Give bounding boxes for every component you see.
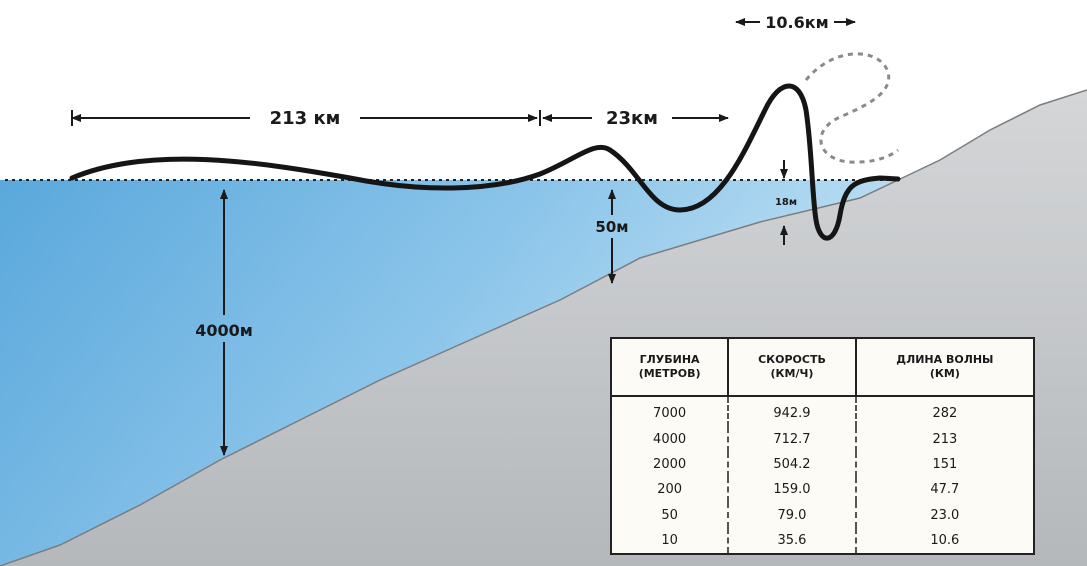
cell-depth: 50 <box>611 502 730 528</box>
header-depth: ГЛУБИНА (МЕТРОВ) <box>611 338 730 397</box>
table-row: 2000 504.2 151 <box>611 451 1034 478</box>
table-row: 200 159.0 47.7 <box>611 477 1034 503</box>
cell-speed: 159.0 <box>728 477 857 503</box>
table-row: 4000 712.7 213 <box>611 426 1034 452</box>
cell-speed: 712.7 <box>728 426 857 452</box>
cell-depth: 200 <box>611 477 730 503</box>
cell-depth: 7000 <box>611 396 730 427</box>
cell-depth: 2000 <box>611 451 730 478</box>
cell-speed: 942.9 <box>728 396 857 427</box>
label-4000m: 4000м <box>195 321 253 340</box>
label-18m: 18м <box>775 197 797 208</box>
label-213km: 213 км <box>270 108 341 129</box>
header-speed: СКОРОСТЬ (КМ/Ч) <box>728 338 857 397</box>
cell-speed: 504.2 <box>728 451 857 478</box>
cell-speed: 79.0 <box>728 502 857 528</box>
cell-wavelength: 213 <box>932 431 958 447</box>
label-23km: 23км <box>606 108 658 129</box>
tsunami-wave <box>69 83 901 241</box>
cell-wavelength: 47.7 <box>930 482 960 498</box>
cell-wavelength: 10.6 <box>930 532 960 548</box>
table-row: 50 79.0 23.0 <box>611 502 1034 528</box>
tsunami-speed-table: ГЛУБИНА (МЕТРОВ) СКОРОСТЬ (КМ/Ч) ДЛИНА В… <box>610 337 1035 555</box>
breaking-wave-dotted <box>804 52 899 164</box>
cell-depth: 4000 <box>611 426 730 452</box>
header-wavelength: ДЛИНА ВОЛНЫ (КМ) <box>855 338 1034 397</box>
table-row: 10 35.6 10.6 <box>611 527 1034 554</box>
table-header-row: ГЛУБИНА (МЕТРОВ) СКОРОСТЬ (КМ/Ч) ДЛИНА В… <box>611 338 1034 397</box>
cell-wavelength: 282 <box>932 406 958 422</box>
cell-speed: 35.6 <box>728 527 857 554</box>
cell-depth: 10 <box>611 527 730 554</box>
label-50m: 50м <box>595 218 628 236</box>
cell-wavelength: 23.0 <box>930 507 960 523</box>
seabed-edge <box>0 89 1087 566</box>
table-row: 7000 942.9 282 <box>611 396 1034 427</box>
cell-wavelength: 151 <box>932 457 958 473</box>
label-10-6km: 10.6км <box>765 13 828 32</box>
